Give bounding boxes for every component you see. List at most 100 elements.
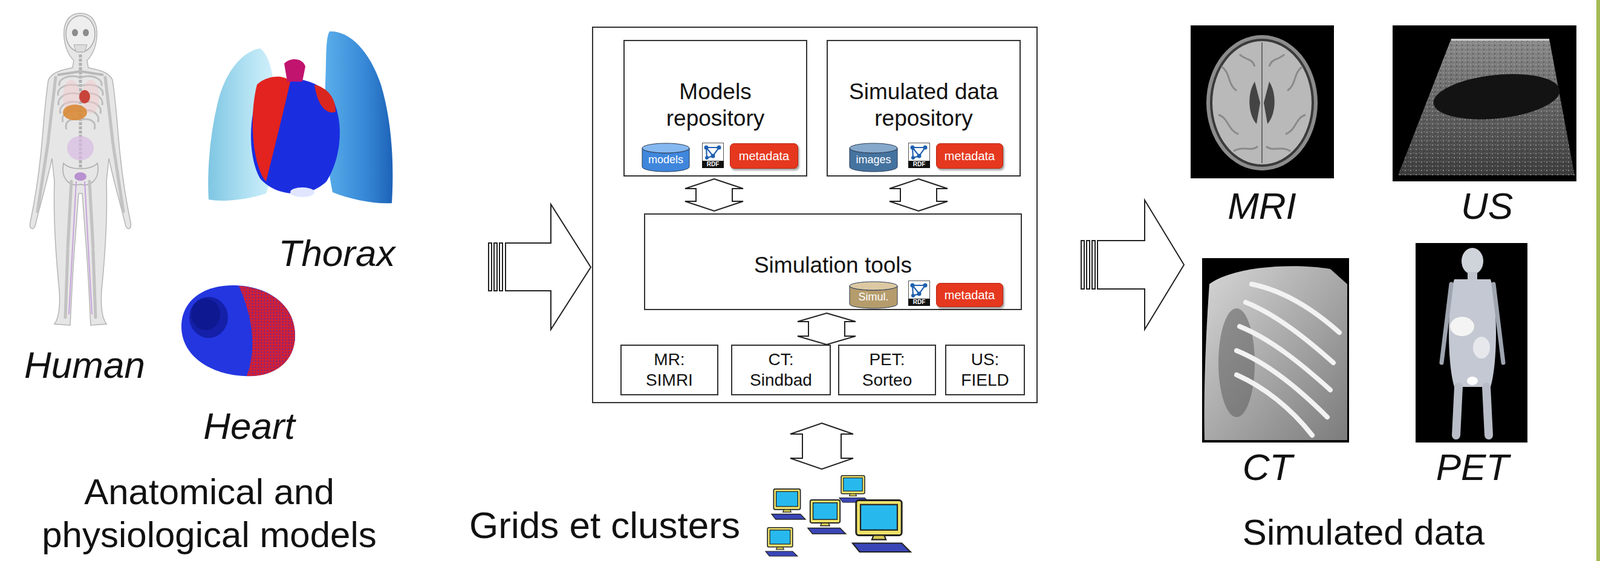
human-figure xyxy=(73,44,88,53)
heart-model xyxy=(181,285,296,377)
tools-box: Simulation toolsSimul.metadata xyxy=(643,213,1022,311)
node-text: Simul. xyxy=(858,291,889,304)
metadata-badge: metadata xyxy=(936,143,1004,169)
ultrasound-image xyxy=(1398,38,1575,176)
modality-name: US xyxy=(1460,183,1513,228)
flow-arrow xyxy=(1097,200,1184,330)
node-text: PET: Sorteo xyxy=(862,349,912,391)
flow-arrow xyxy=(1092,240,1096,290)
pet-image xyxy=(1448,279,1496,387)
node-text: metadata xyxy=(944,149,995,163)
double-arrow xyxy=(685,178,744,212)
thorax-model xyxy=(290,187,315,198)
node-text: Simulated data repository xyxy=(833,78,1015,132)
modality-name: MRI xyxy=(1227,183,1297,228)
human-figure xyxy=(71,29,79,37)
page-border xyxy=(1596,0,1600,561)
human-figure xyxy=(68,181,92,315)
ct-image xyxy=(1236,284,1340,436)
repository-box: Models repositorymodelsmetadata xyxy=(623,39,808,177)
model-name: Human xyxy=(24,342,146,387)
computer-icon xyxy=(807,500,846,534)
model-name: Heart xyxy=(203,403,296,449)
repository-box: Simulated data repository images metadata xyxy=(826,39,1021,177)
flow-arrow xyxy=(488,204,591,330)
node-text: CT: Sindbad xyxy=(749,349,813,391)
human-figure xyxy=(62,163,98,186)
heart-model xyxy=(189,296,228,339)
human-figure xyxy=(62,104,88,121)
flow-arrow xyxy=(488,243,492,291)
metadata-badge: metadata xyxy=(936,282,1004,308)
mri-image xyxy=(1206,35,1318,171)
flow-arrow xyxy=(1086,240,1090,290)
mri-image xyxy=(1261,42,1263,164)
system-frame: Models repositorymodelsmetadataSimulated… xyxy=(591,26,1038,404)
flow-arrow xyxy=(1081,240,1085,290)
double-arrow xyxy=(797,313,856,345)
node-text: US: FIELD xyxy=(960,349,1009,391)
simulator-box: PET: Sorteo xyxy=(838,344,937,396)
pet-image xyxy=(1415,243,1528,443)
node-text: images xyxy=(855,154,891,167)
mri-image xyxy=(1209,38,1314,167)
human-figure xyxy=(65,15,95,53)
pet-image xyxy=(1450,316,1475,337)
rdf-icon xyxy=(702,143,724,169)
human-figure xyxy=(30,13,132,326)
mri-image xyxy=(1190,25,1334,179)
mri-image xyxy=(1190,25,1334,179)
human-figure xyxy=(67,136,94,161)
human-figure xyxy=(82,29,89,37)
pet-image xyxy=(1461,247,1484,275)
rdf-tag: RDF xyxy=(913,299,926,306)
ultrasound-image xyxy=(1431,68,1562,126)
simulator-box: US: FIELD xyxy=(945,344,1025,396)
ultrasound-image xyxy=(1398,38,1575,176)
thorax-model xyxy=(208,31,393,204)
rdf-tag: RDF xyxy=(706,161,720,168)
data-cylinder: images xyxy=(849,143,898,172)
thorax-model xyxy=(252,76,291,182)
thorax-model xyxy=(314,84,336,113)
human-figure xyxy=(30,13,132,326)
human-figure xyxy=(58,76,103,130)
double-arrow xyxy=(790,313,856,470)
flow-arrow xyxy=(494,243,498,291)
pet-image xyxy=(1415,243,1528,443)
human-figure xyxy=(74,172,87,181)
flow-arrow xyxy=(499,243,503,291)
group-caption: Anatomical and physiological models xyxy=(21,471,397,557)
pet-image xyxy=(1441,284,1504,363)
computer-icon xyxy=(771,489,806,520)
mri-image xyxy=(1212,41,1312,165)
ultrasound-image xyxy=(1392,25,1577,182)
computer-icon xyxy=(839,475,870,503)
heart-model xyxy=(181,285,296,377)
flow-arrow xyxy=(505,204,591,330)
rdf-tag: RDF xyxy=(913,161,926,168)
data-cylinder: Simul. xyxy=(849,281,898,309)
human-figure xyxy=(79,90,91,104)
modality-name: PET xyxy=(1436,445,1510,490)
cylinder-top xyxy=(849,143,898,153)
ct-image xyxy=(1202,258,1350,443)
human-figure xyxy=(37,77,124,318)
heart-model xyxy=(238,286,296,377)
pet-image xyxy=(1466,376,1478,386)
computer-icon xyxy=(765,475,911,557)
simulator-box: CT: Sindbad xyxy=(731,344,831,396)
node-text: Models repository xyxy=(629,78,802,132)
node-text: metadata xyxy=(738,149,790,163)
thorax-model xyxy=(284,59,306,82)
mri-image xyxy=(1249,81,1261,124)
pet-image xyxy=(1456,386,1489,436)
ultrasound-image xyxy=(1451,39,1550,42)
pet-image xyxy=(1467,272,1478,281)
heart-model xyxy=(191,298,221,331)
rdf-icon xyxy=(908,281,931,307)
modality-name: CT xyxy=(1242,445,1293,490)
ultrasound-image xyxy=(1392,25,1577,182)
double-arrow xyxy=(790,423,854,470)
